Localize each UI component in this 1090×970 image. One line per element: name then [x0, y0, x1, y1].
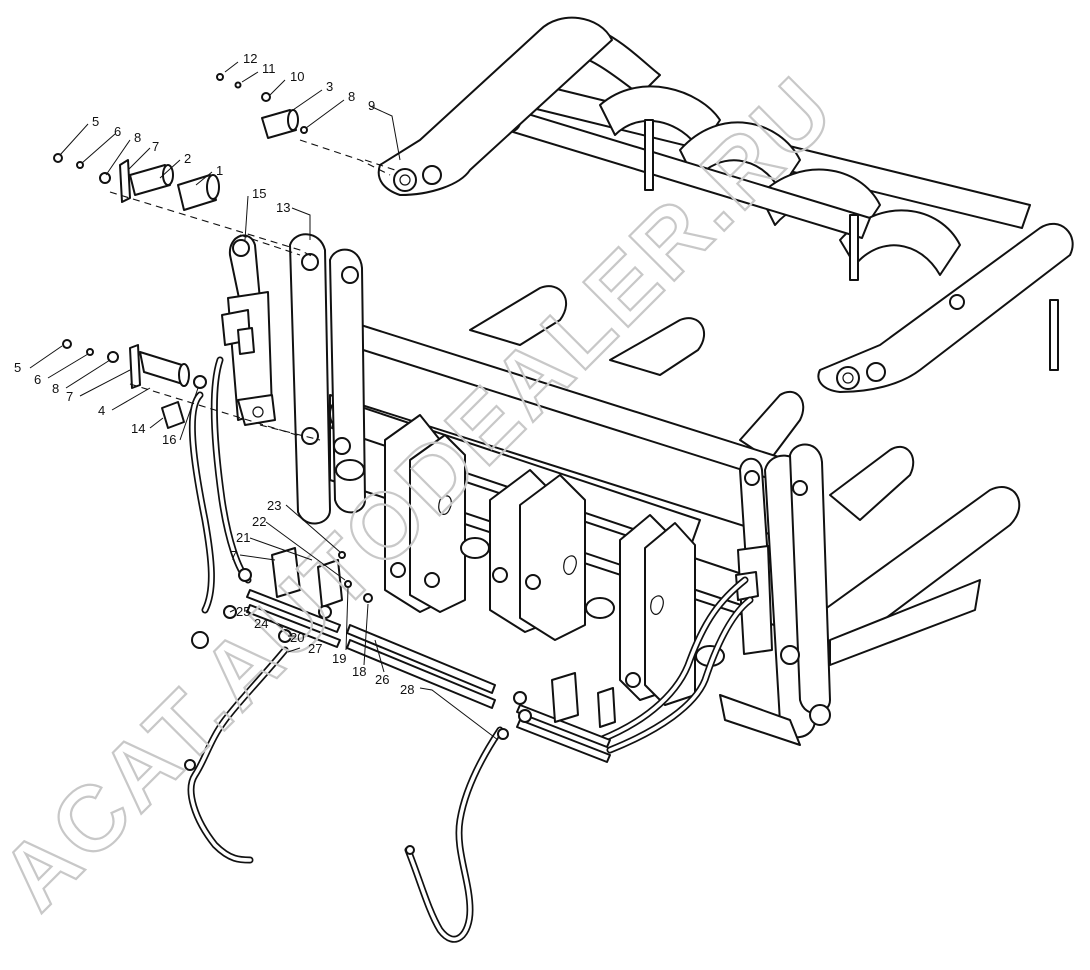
callout-24: 24 [254, 616, 268, 631]
callout-6b: 6 [34, 372, 41, 387]
callout-6a: 6 [114, 124, 121, 139]
callout-11: 11 [262, 61, 276, 76]
callout-7b: 7 [66, 389, 73, 404]
hydraulic-cylinder-left [221, 234, 276, 426]
callout-5a: 5 [92, 114, 99, 129]
callout-13: 13 [276, 200, 290, 215]
callout-25: 25 [236, 604, 250, 619]
callout-12a: 12 [243, 51, 257, 66]
assembly-dashed-lines [109, 139, 396, 441]
callout-7a: 7 [152, 139, 159, 154]
callout-27: 27 [308, 641, 322, 656]
callout-18: 18 [352, 664, 366, 679]
callout-8a: 8 [348, 89, 355, 104]
callout-14: 14 [131, 421, 145, 436]
callout-labels: 12 11 10 3 8 9 5 6 8 7 2 1 15 13 5 6 8 7… [14, 51, 414, 697]
callout-19: 19 [332, 651, 346, 666]
callout-26: 26 [375, 672, 389, 687]
callout-23: 23 [267, 498, 281, 513]
callout-8b: 8 [134, 130, 141, 145]
hydraulic-hoses [187, 356, 754, 943]
callout-1: 1 [216, 163, 223, 178]
grapple-top-frame [377, 16, 1074, 393]
callout-5b: 5 [14, 360, 21, 375]
tube-clamp-brackets [184, 547, 616, 855]
callout-9: 9 [368, 98, 375, 113]
callout-2: 2 [184, 151, 191, 166]
callout-3: 3 [326, 79, 333, 94]
callout-4: 4 [98, 403, 105, 418]
callout-leaders [29, 61, 499, 741]
callout-10: 10 [290, 69, 304, 84]
callout-20: 20 [290, 630, 304, 645]
callout-15: 15 [252, 186, 266, 201]
callout-16: 16 [162, 432, 176, 447]
callout-28: 28 [400, 682, 414, 697]
callout-7c: 7 [230, 548, 237, 563]
callout-21: 21 [236, 530, 250, 545]
exploded-pins-upper [53, 73, 308, 429]
callout-22: 22 [252, 514, 266, 529]
callout-8c: 8 [52, 381, 59, 396]
